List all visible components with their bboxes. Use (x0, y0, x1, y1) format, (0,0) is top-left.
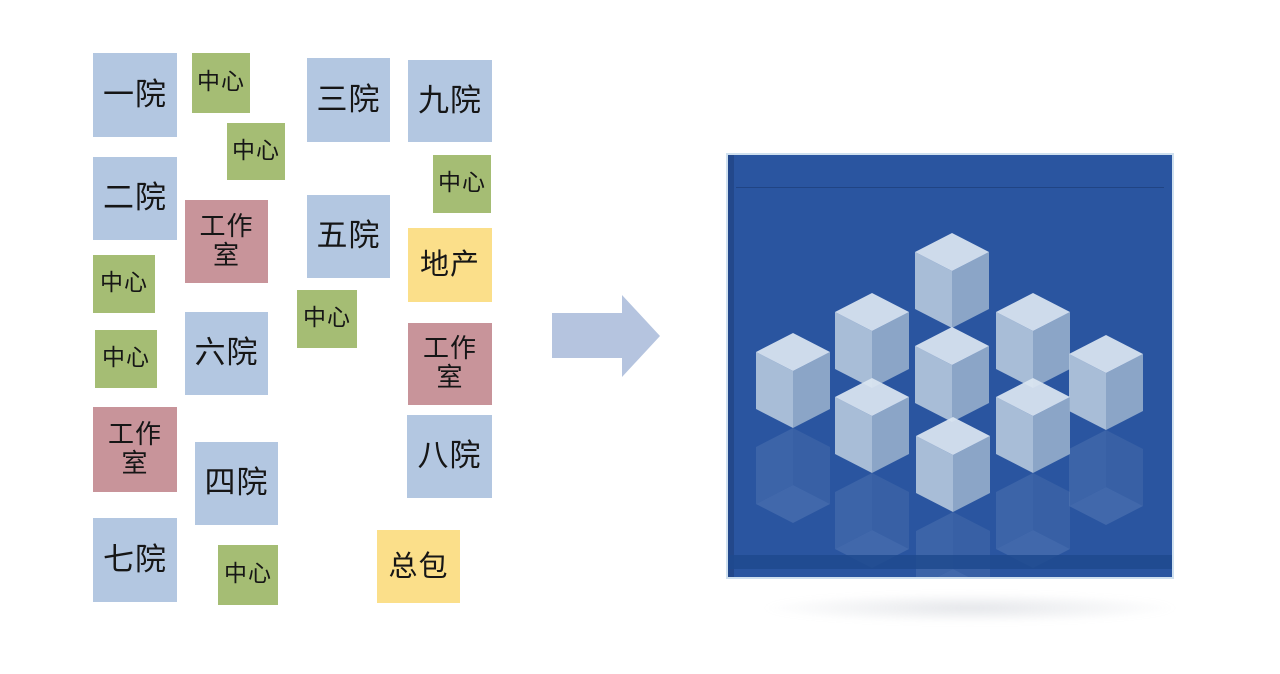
org-box-dept: 八院 (407, 415, 492, 498)
org-box-dept: 一院 (93, 53, 177, 137)
org-box-center: 中心 (218, 545, 278, 605)
shadow-smudge (760, 593, 1180, 623)
org-box-studio: 工作 室 (408, 323, 492, 405)
org-box-center: 中心 (297, 290, 357, 348)
org-box-dept: 二院 (93, 157, 177, 240)
org-box-special: 总包 (377, 530, 460, 603)
org-box-center: 中心 (192, 53, 250, 113)
glass-cubes-svg (728, 155, 1172, 577)
org-box-studio: 工作 室 (185, 200, 268, 283)
right-arrow-shape (552, 295, 660, 377)
org-box-center: 中心 (95, 330, 157, 388)
org-box-studio: 工作 室 (93, 407, 177, 492)
org-box-special: 地产 (408, 228, 492, 302)
org-box-dept: 六院 (185, 312, 268, 395)
org-box-dept: 四院 (195, 442, 278, 525)
org-box-dept: 七院 (93, 518, 177, 602)
org-box-dept: 五院 (307, 195, 390, 278)
org-box-center: 中心 (433, 155, 491, 213)
org-box-center: 中心 (227, 123, 285, 180)
right-arrow-icon (552, 295, 660, 377)
org-box-dept: 九院 (408, 60, 492, 142)
glass-cubes-image (726, 153, 1174, 579)
org-box-dept: 三院 (307, 58, 390, 142)
org-box-center: 中心 (93, 255, 155, 313)
